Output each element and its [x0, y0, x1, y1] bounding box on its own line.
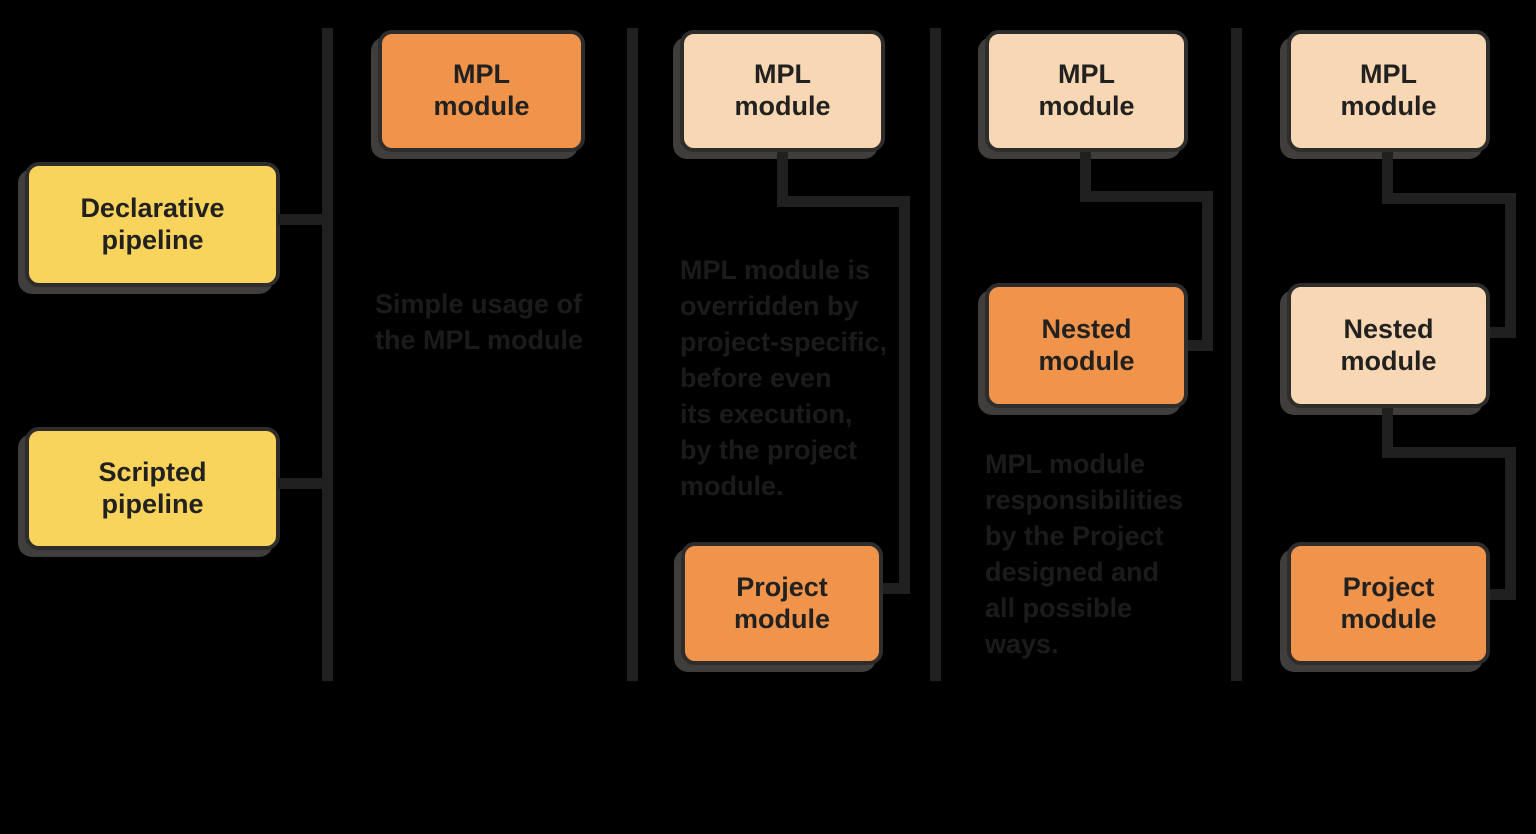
col3-connector-h2: [1188, 340, 1213, 351]
col4-connector-a-v2: [1505, 193, 1516, 338]
col4-connector-b-v1: [1382, 408, 1393, 458]
col1-caption: Simple usage of the MPL module: [375, 289, 584, 355]
col1-mpl-module-box: MPL module: [378, 30, 585, 152]
connector-scripted-stub: [278, 478, 328, 489]
col2-connector-v2: [899, 196, 910, 594]
connector-declarative-stub: [278, 214, 328, 225]
column-divider-2: [627, 28, 638, 681]
col2-connector-h2: [880, 583, 910, 594]
col2-caption: MPL module is overridden by project-spec…: [680, 255, 888, 501]
col4-connector-b-h1: [1382, 447, 1516, 458]
column-divider-4: [1231, 28, 1242, 681]
column-divider-1: [322, 28, 333, 681]
col4-connector-b-h2: [1490, 589, 1516, 600]
scripted-pipeline-box: Scripted pipeline: [25, 427, 280, 550]
col4-connector-b-v2: [1505, 447, 1516, 600]
col3-nested-module-box: Nested module: [985, 283, 1188, 408]
col3-caption: MPL module responsibilities by the Proje…: [985, 449, 1184, 659]
col4-mpl-module-box: MPL module: [1287, 30, 1490, 152]
col3-connector-v2: [1202, 191, 1213, 351]
col3-connector-v1: [1080, 152, 1091, 202]
col2-project-module-box: Project module: [681, 542, 883, 665]
col2-connector-h1: [777, 196, 910, 207]
col4-nested-module-box: Nested module: [1287, 283, 1490, 408]
col4-connector-a-v1: [1382, 152, 1393, 204]
col2-connector-v1: [777, 152, 788, 207]
col3-connector-h1: [1080, 191, 1213, 202]
col3-mpl-module-box: MPL module: [985, 30, 1188, 152]
col4-connector-a-h2: [1490, 327, 1516, 338]
col4-project-module-box: Project module: [1287, 542, 1490, 665]
declarative-pipeline-box: Declarative pipeline: [25, 162, 280, 287]
col2-mpl-module-box: MPL module: [680, 30, 885, 152]
column-divider-3: [930, 28, 941, 681]
col4-connector-a-h1: [1382, 193, 1516, 204]
